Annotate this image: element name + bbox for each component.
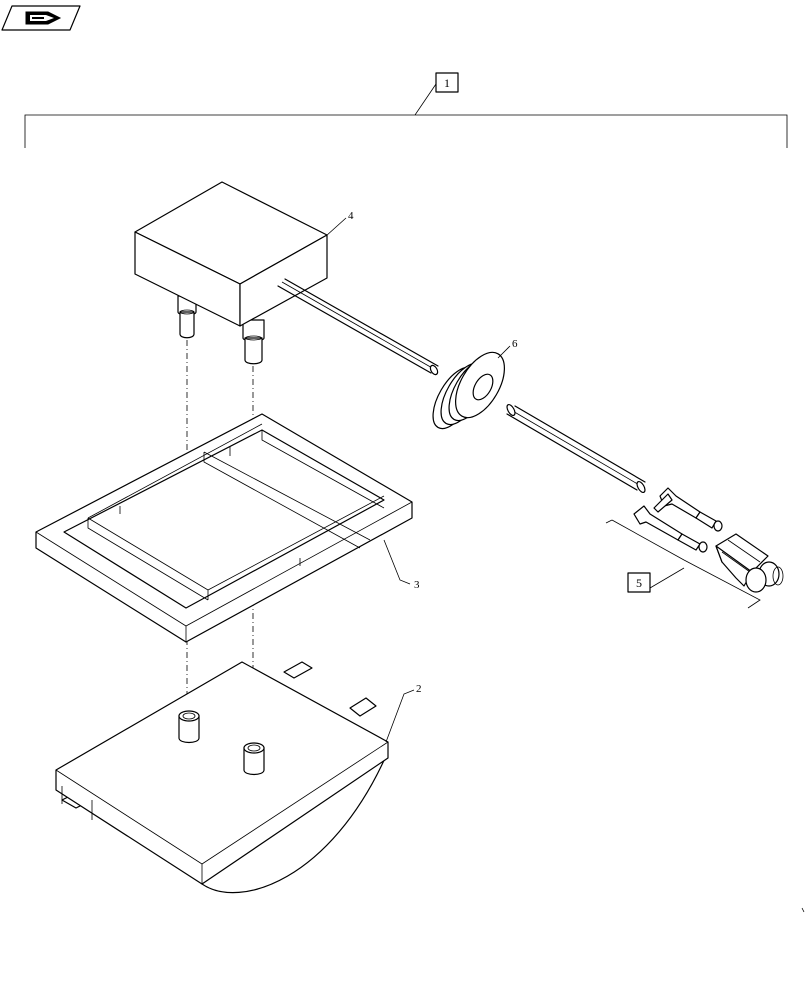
connector-port-lower [745, 567, 767, 593]
housing-tab-right [349, 697, 377, 717]
sensor-module-part-4: 4 [134, 181, 439, 376]
housing-boss-left [178, 710, 200, 744]
callout-label-5: 5 [636, 576, 642, 590]
connector-housing-body [715, 545, 753, 587]
frame-gasket-part-3: 3 [35, 413, 420, 643]
callout-box-5 [627, 572, 651, 593]
callout-label-2: 2 [416, 683, 422, 695]
base-housing-part-2: 2 [55, 661, 422, 894]
nav-icon-button[interactable] [1, 5, 81, 31]
callout-box-1 [435, 72, 459, 93]
module-pin-right [242, 319, 265, 365]
callout-label-4: 4 [348, 210, 354, 222]
callout-label-1: 1 [444, 76, 450, 90]
module-right-face [239, 234, 328, 327]
assembly-bracket: 1 [24, 72, 788, 148]
forward-page-icon [25, 11, 62, 25]
cable-to-connector [506, 403, 646, 494]
corner-mark [801, 907, 805, 913]
connector-kit-part-5: 5 [605, 487, 784, 609]
terminal-upper [659, 487, 723, 532]
terminal-lower [633, 493, 708, 553]
housing-boss-right [243, 742, 265, 776]
housing-tab-back [283, 661, 313, 679]
callout-label-6: 6 [512, 338, 518, 350]
callout-label-3: 3 [414, 579, 420, 591]
grommet-part-6: 6 [432, 338, 518, 430]
